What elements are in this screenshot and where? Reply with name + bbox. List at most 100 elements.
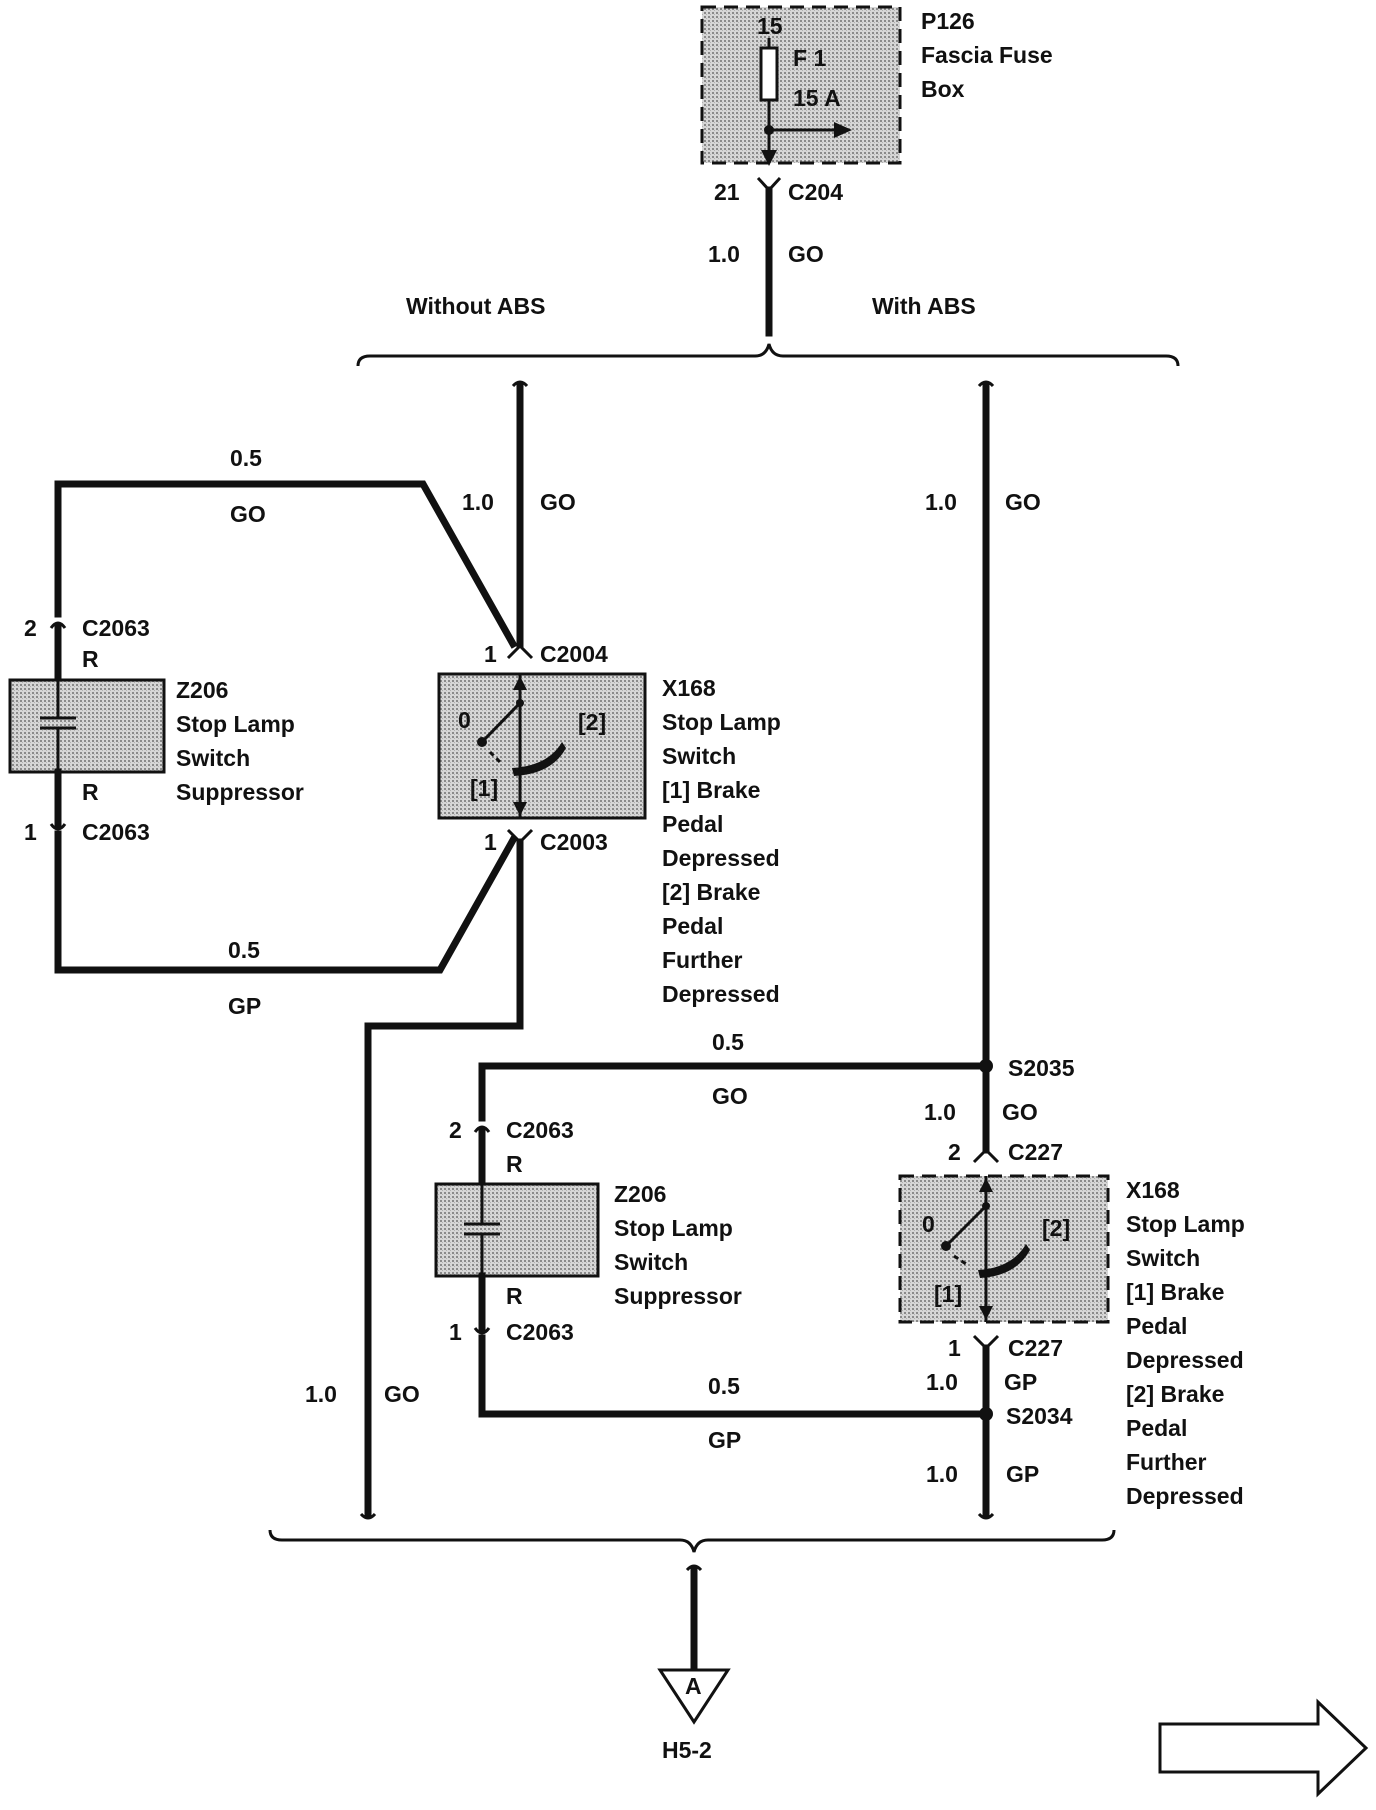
fuse-box-name-1: Fascia Fuse xyxy=(921,42,1053,68)
splice-s2034 xyxy=(979,1407,993,1421)
fuse-box-outline xyxy=(700,5,902,165)
left-supp-line3: Suppressor xyxy=(176,779,304,805)
left-supp-pin-bottom: 1 xyxy=(24,819,37,845)
fuse-rating: 15 A xyxy=(793,85,841,111)
right-supp-pin-bottom: 1 xyxy=(449,1319,462,1345)
option-brace xyxy=(356,343,1180,367)
right-switch-line2: Switch xyxy=(1126,1245,1200,1271)
left-supp-line2: Switch xyxy=(176,745,250,771)
right-supp-connector-top: C2063 xyxy=(506,1117,574,1143)
feed-pin: 21 xyxy=(714,179,740,205)
break-mark xyxy=(977,1512,995,1520)
output-marker: A xyxy=(685,1673,702,1699)
left-switch-line8: Further xyxy=(662,947,743,973)
right-switch-line8: Further xyxy=(1126,1449,1207,1475)
left-suppressor-z206: 2 C2063 R Z206 Stop Lamp Switch Suppress… xyxy=(8,615,304,845)
right-loop-bottom-wire xyxy=(478,1334,990,1418)
right-out-size: 1.0 xyxy=(926,1461,958,1487)
right-out-color: GP xyxy=(1006,1461,1039,1487)
left-switch-line4: Pedal xyxy=(662,811,723,837)
left-loop-bottom-color: GP xyxy=(228,993,261,1019)
left-feed-size: 1.0 xyxy=(462,489,494,515)
right-suppressor-z206: 2 C2063 R Z206 Stop Lamp Switch Suppress… xyxy=(434,1117,742,1345)
left-loop-bottom-size: 0.5 xyxy=(228,937,260,963)
feed-connector: C204 xyxy=(788,179,843,205)
left-suppressor-box xyxy=(8,678,166,774)
right-switch-line1: Stop Lamp xyxy=(1126,1211,1245,1237)
merge-brace xyxy=(268,1529,1116,1553)
right-supp-wire-top: R xyxy=(506,1151,523,1177)
right-switch-line9: Depressed xyxy=(1126,1483,1244,1509)
break-mark xyxy=(359,1512,377,1520)
output-destination: H5-2 xyxy=(662,1737,712,1763)
right-switch-connector-bottom: C227 xyxy=(1008,1335,1063,1361)
right-lower-size: 1.0 xyxy=(926,1369,958,1395)
option-brace-bottom: A H5-2 xyxy=(268,1529,1116,1763)
left-supp-connector-top: C2063 xyxy=(82,615,150,641)
break-mark xyxy=(511,380,529,388)
connector-c227-symbol xyxy=(972,1147,1000,1164)
connector-symbol xyxy=(49,823,67,831)
left-loop-top-color: GO xyxy=(230,501,266,527)
branch-without-abs: 1.0 GO 0.5 GO 2 C2063 R Z206 Stop Lamp S… xyxy=(8,380,781,1520)
left-switch-connector-top: C2004 xyxy=(540,641,608,667)
right-upper-size: 1.0 xyxy=(924,1099,956,1125)
busbar-arrow-icon xyxy=(834,122,852,138)
right-switch-line4: Pedal xyxy=(1126,1313,1187,1339)
left-switch-pos0: 0 xyxy=(458,707,471,733)
right-switch-pin-top: 2 xyxy=(948,1139,961,1165)
fuse-output-arrow-icon xyxy=(761,150,777,166)
right-supp-line2: Switch xyxy=(614,1249,688,1275)
right-switch-pos2: [2] xyxy=(1042,1215,1070,1241)
feed-wire-size: 1.0 xyxy=(708,241,740,267)
right-switch-pos1: [1] xyxy=(934,1281,962,1307)
brake-pedal-cam xyxy=(978,1244,1030,1278)
left-supp-pin-top: 2 xyxy=(24,615,37,641)
right-loop-bottom-size: 0.5 xyxy=(708,1373,740,1399)
branch-with-abs: 1.0 GO S2035 1.0 GO 0.5 GO 2 C2063 R Z20… xyxy=(434,380,1245,1520)
right-switch-connector-top: C227 xyxy=(1008,1139,1063,1165)
right-switch-pos0: 0 xyxy=(922,1211,935,1237)
left-switch-line3: [1] Brake xyxy=(662,777,760,803)
right-supp-line3: Suppressor xyxy=(614,1283,742,1309)
left-supp-wire-top: R xyxy=(82,646,99,672)
left-switch-ref: X168 xyxy=(662,675,716,701)
right-loop-top-size: 0.5 xyxy=(712,1029,744,1055)
left-switch-line6: [2] Brake xyxy=(662,879,760,905)
right-upper-color: GO xyxy=(1002,1099,1038,1125)
feed-wire-color: GO xyxy=(788,241,824,267)
right-feed-size: 1.0 xyxy=(925,489,957,515)
left-switch-line7: Pedal xyxy=(662,913,723,939)
fuse-id: F 1 xyxy=(793,45,826,71)
fuse-box-p126: 15 F 1 15 A P126 Fascia Fuse Box xyxy=(700,5,1053,166)
right-stop-lamp-switch-x168: 0 [2] [1] 2 C227 1 C227 X168 Stop Lamp S… xyxy=(898,1139,1245,1509)
right-switch-line3: [1] Brake xyxy=(1126,1279,1224,1305)
right-switch-line7: Pedal xyxy=(1126,1415,1187,1441)
left-switch-pin-bottom: 1 xyxy=(484,829,497,855)
next-page-arrow-icon[interactable] xyxy=(1158,1698,1369,1798)
right-switch-ref: X168 xyxy=(1126,1177,1180,1203)
left-switch-line2: Switch xyxy=(662,743,736,769)
break-mark xyxy=(685,1564,703,1572)
left-loop-bottom-wire xyxy=(54,830,518,974)
right-supp-wire-bottom: R xyxy=(506,1283,523,1309)
right-supp-line1: Stop Lamp xyxy=(614,1215,733,1241)
connector-symbol xyxy=(49,621,67,629)
break-mark xyxy=(977,380,995,388)
right-supp-pin-top: 2 xyxy=(449,1117,462,1143)
fuse-pin: 15 xyxy=(757,13,783,39)
left-switch-line1: Stop Lamp xyxy=(662,709,781,735)
left-switch-pin-top: 1 xyxy=(484,641,497,667)
left-switch-pos1: [1] xyxy=(470,775,498,801)
left-loop-top-wire xyxy=(54,480,518,649)
right-switch-box xyxy=(898,1174,1110,1324)
off-page-connector-icon xyxy=(657,1668,731,1725)
left-supp-line1: Stop Lamp xyxy=(176,711,295,737)
right-suppressor-box xyxy=(434,1182,600,1278)
left-switch-box xyxy=(437,672,647,820)
right-switch-pin-bottom: 1 xyxy=(948,1335,961,1361)
switch-contact-arm xyxy=(480,701,522,744)
connector-symbol xyxy=(473,1327,491,1335)
left-down-wire xyxy=(364,838,524,1518)
